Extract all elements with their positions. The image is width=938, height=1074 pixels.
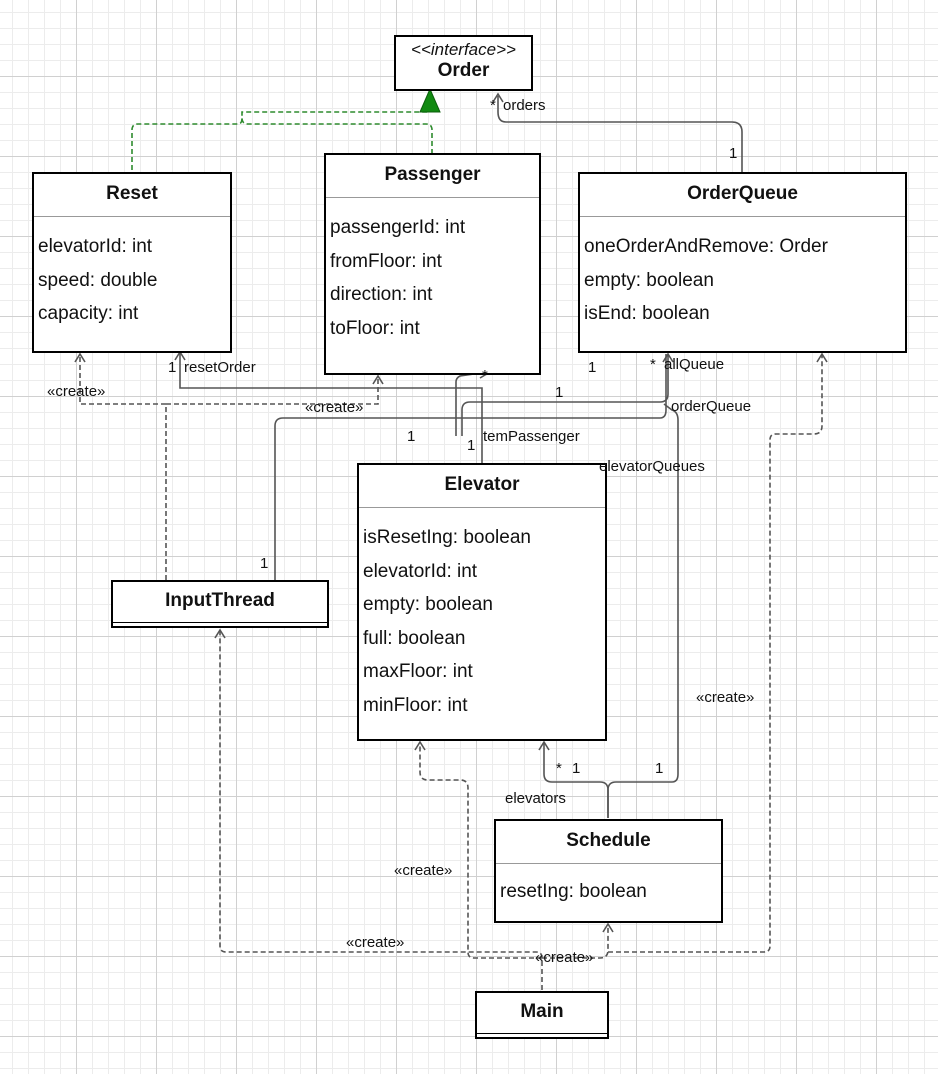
- orderqueue-left-multiplicity: 1: [588, 359, 597, 376]
- create-main-schedule: [542, 924, 609, 959]
- create-inputthread-passenger: [166, 376, 379, 405]
- attribute: passengerId: int: [330, 217, 466, 238]
- assoc-orderqueue-orders: [497, 96, 743, 172]
- assoc-elevator-orderqueue: [461, 354, 669, 436]
- attribute: isEnd: boolean: [584, 303, 710, 325]
- class-name: Schedule: [496, 821, 721, 864]
- class-name: Elevator: [359, 465, 605, 508]
- tem-passenger-role: temPassenger: [483, 428, 580, 445]
- passenger-class[interactable]: Passenger passengerId: int fromFloor: in…: [324, 153, 541, 375]
- create-orderqueue-label: «create»: [696, 689, 755, 706]
- passenger-multiplicity: *: [482, 367, 488, 384]
- orders-role: orders: [503, 97, 546, 114]
- attribute: empty: boolean: [363, 594, 493, 616]
- class-name: Passenger: [326, 155, 539, 198]
- passenger-left-multiplicity: 1: [407, 428, 416, 445]
- create-passenger-label: «create»: [305, 399, 364, 416]
- attribute: toFloor: int: [330, 317, 420, 339]
- create-main-inputthread: [219, 630, 543, 990]
- attribute: full: boolean: [363, 627, 466, 649]
- assoc-elevator-passenger: [455, 371, 489, 436]
- elevator-class[interactable]: Elevator isResetIng: boolean elevatorId:…: [357, 463, 607, 741]
- create-elevator-label: «create»: [394, 862, 453, 879]
- interface-stereotype: <<interface>>: [411, 40, 516, 59]
- attribute: resetIng: boolean: [500, 881, 647, 902]
- assoc-schedule-orderqueue: [607, 403, 679, 818]
- create-main-elevator: [419, 742, 542, 959]
- order-queue-role: orderQueue: [671, 398, 752, 415]
- elevator-multiplicity: 1: [467, 437, 476, 454]
- realization-triangle: [419, 87, 441, 113]
- all-queue-role: allQueue: [664, 356, 725, 373]
- schedule-multiplicity: 1: [655, 760, 664, 777]
- attribute: empty: boolean: [584, 269, 714, 291]
- class-name: Main: [520, 1001, 564, 1022]
- orderqueue-class[interactable]: OrderQueue oneOrderAndRemove: Order empt…: [578, 172, 907, 353]
- reset-order-role: resetOrder: [184, 359, 256, 376]
- attribute-list: passengerId: int fromFloor: int directio…: [326, 198, 539, 345]
- orderqueue-multiplicity: 1: [729, 145, 738, 162]
- order-interface[interactable]: <<interface>> Order: [394, 35, 533, 91]
- elevators-target-multiplicity: 1: [572, 760, 581, 777]
- attribute: elevatorId: int: [363, 560, 478, 582]
- create-main-orderqueue: [608, 354, 823, 953]
- attribute: maxFloor: int: [363, 661, 473, 683]
- elevators-role: elevators: [505, 790, 566, 807]
- attribute: oneOrderAndRemove: Order: [584, 236, 828, 257]
- main-class[interactable]: Main: [475, 991, 609, 1039]
- attribute: direction: int: [330, 284, 433, 306]
- class-name: Reset: [34, 174, 230, 217]
- attribute: elevatorId: int: [38, 236, 153, 257]
- realization-passenger-order: [241, 117, 433, 154]
- reset-class[interactable]: Reset elevatorId: int speed: double capa…: [32, 172, 232, 353]
- orders-multiplicity: *: [490, 97, 496, 114]
- interface-name: Order: [437, 60, 490, 81]
- passenger-right-multiplicity: 1: [555, 384, 564, 401]
- elevators-multiplicity: *: [556, 760, 562, 777]
- inputthread-class[interactable]: InputThread: [111, 580, 329, 628]
- attribute-list: oneOrderAndRemove: Order empty: boolean …: [580, 217, 905, 331]
- attribute-list: isResetIng: boolean elevatorId: int empt…: [359, 508, 605, 723]
- assoc-elevator-reset: [179, 352, 483, 463]
- assoc-schedule-elevator: [543, 742, 609, 818]
- create-inputthread-label: «create»: [346, 934, 405, 951]
- class-name: InputThread: [165, 590, 275, 611]
- schedule-class[interactable]: Schedule resetIng: boolean: [494, 819, 723, 923]
- create-schedule-label: «create»: [535, 949, 594, 966]
- attribute: fromFloor: int: [330, 250, 442, 272]
- attribute: capacity: int: [38, 303, 139, 325]
- create-inputthread-reset: [79, 354, 167, 580]
- reset-order-multiplicity: 1: [168, 359, 177, 376]
- elevator-queues-role: elevatorQueues: [599, 458, 705, 475]
- assoc-inputthread-orderqueue: [274, 354, 667, 580]
- attribute: minFloor: int: [363, 694, 468, 716]
- class-name: OrderQueue: [580, 174, 905, 217]
- attribute: isResetIng: boolean: [363, 527, 531, 548]
- create-reset-label: «create»: [47, 383, 106, 400]
- attribute-list: resetIng: boolean: [496, 864, 721, 909]
- inputthread-multiplicity: 1: [260, 555, 269, 572]
- attribute-list: elevatorId: int speed: double capacity: …: [34, 217, 230, 331]
- attribute: speed: double: [38, 269, 158, 291]
- all-queue-multiplicity: *: [650, 356, 656, 373]
